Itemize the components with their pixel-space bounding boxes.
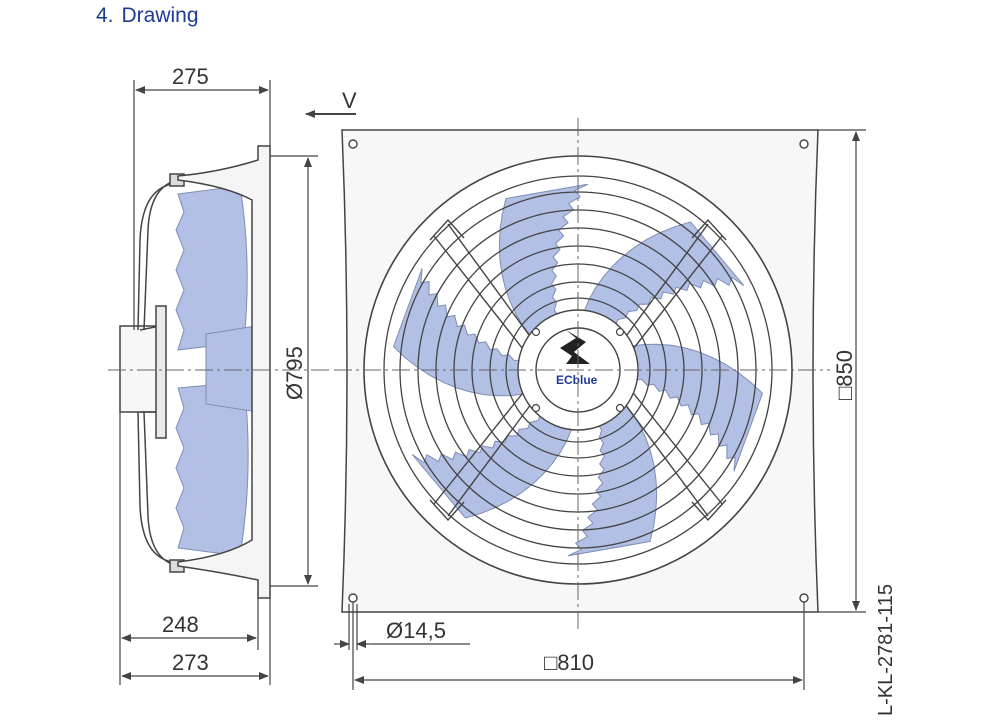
ecblue-logo-icon <box>560 330 590 364</box>
guard-wire-bottom-2 <box>137 411 173 563</box>
nozzle-plate <box>177 145 271 599</box>
drawing-code: L-KL-2781-115 <box>875 584 897 716</box>
mounting-holes <box>348 139 809 603</box>
fan-blade <box>411 413 573 519</box>
dim-depth-275: 275 <box>172 64 209 89</box>
front-view: ECblue <box>341 129 819 613</box>
dim-width: □810 <box>544 650 594 675</box>
fan-blade <box>498 183 589 337</box>
guard-struts <box>429 218 727 522</box>
section-number: 4. <box>96 4 114 27</box>
airflow-label: V <box>342 88 357 113</box>
side-view <box>119 145 271 599</box>
fan-blade <box>583 221 745 327</box>
dim-depth-248: 248 <box>162 612 199 637</box>
ecblue-logo-text: ECblue <box>556 373 598 387</box>
dim-diameter: Ø795 <box>282 346 307 400</box>
dim-depth-273: 273 <box>172 650 209 675</box>
side-blades <box>175 185 259 557</box>
section-title: Drawing <box>121 4 199 27</box>
hub <box>155 305 167 439</box>
section-heading: 4. Drawing <box>96 4 199 28</box>
fan-blade <box>567 403 658 557</box>
front-dimensions <box>334 129 866 690</box>
guard-wire-top-2 <box>137 183 173 331</box>
side-dimensions <box>119 80 318 685</box>
motor-body <box>119 325 161 413</box>
hub-bolts <box>531 327 625 413</box>
dim-height: □850 <box>832 350 857 400</box>
dim-hole: Ø14,5 <box>386 618 446 643</box>
